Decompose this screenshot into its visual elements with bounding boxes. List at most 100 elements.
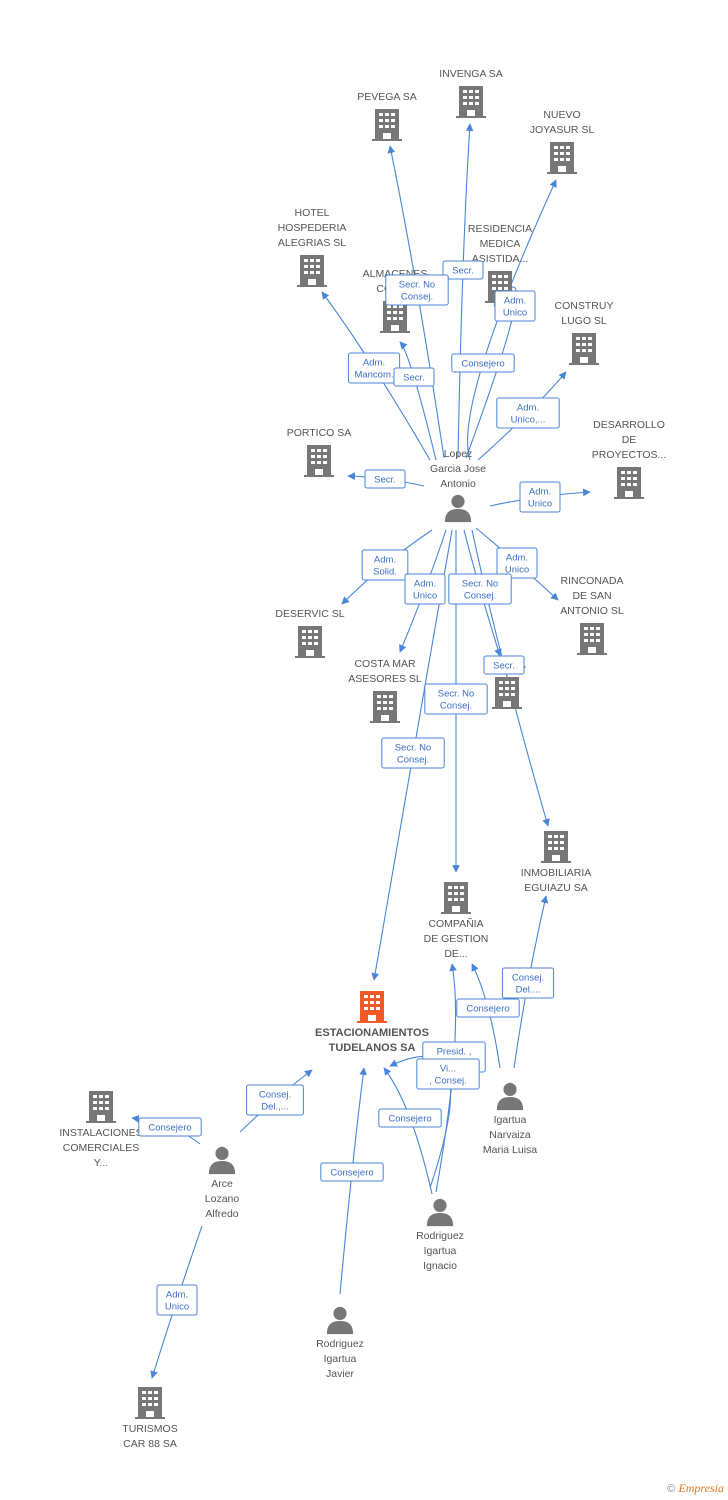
node-invenga[interactable]: INVENGA SA (439, 68, 503, 118)
edge-label[interactable]: Consej.Del.,... (246, 1084, 304, 1116)
building-icon (372, 109, 402, 141)
node-label: DE GESTION (424, 933, 489, 945)
node-label: HOTEL (294, 207, 329, 219)
edge-label[interactable]: Adm.Unico (494, 290, 536, 322)
edge-label[interactable]: Consej.Del.... (501, 967, 555, 999)
person-icon (208, 1146, 236, 1175)
edge-label[interactable]: Adm.Mancom. (347, 352, 401, 384)
edge-label[interactable]: Secr. (483, 655, 525, 675)
building-icon (541, 831, 571, 863)
node-label: TURISMOS (122, 1423, 177, 1435)
edge-label-text: Consej. (440, 701, 472, 712)
node-label: Garcia Jose (430, 463, 486, 475)
edge-label[interactable]: Adm.Unico (519, 481, 561, 513)
edge-label-text: Unico (413, 591, 437, 602)
node-desarrollo[interactable]: DESARROLLODEPROYECTOS... (592, 419, 667, 499)
node-label: Alfredo (205, 1208, 238, 1220)
edge-label-box (385, 274, 449, 306)
edge-label[interactable]: Vi..., Consej. (416, 1058, 480, 1090)
edge-label[interactable]: Consejero (378, 1108, 442, 1128)
edge-labels-layer: Secr.Secr. NoConsej.ConsejeroAdm.UnicoAd… (138, 260, 561, 1316)
edge-label-text: Del.,... (261, 1102, 288, 1113)
edge-label-text: Consej. (464, 591, 496, 602)
node-deservic[interactable]: DESERVIC SL (275, 608, 345, 658)
edge-label-text: Unico (528, 499, 552, 510)
edge-label[interactable]: Adm.Unico (496, 547, 538, 579)
node-label: Antonio (440, 478, 476, 490)
node-pevega[interactable]: PEVEGA SA (357, 91, 417, 141)
edge-label-box (404, 573, 446, 605)
building-icon (577, 623, 607, 655)
edge-label[interactable]: Consejero (456, 998, 520, 1018)
edge-label-box (320, 1162, 384, 1182)
building-icon (456, 86, 486, 118)
node-label: Igartua (424, 1245, 457, 1257)
copyright-symbol: © (667, 1483, 676, 1495)
node-label: Lozano (205, 1193, 240, 1205)
edge-label-text: Secr. No (462, 579, 498, 590)
edge-label[interactable]: Consejero (320, 1162, 384, 1182)
edge-label[interactable]: Secr. (364, 469, 406, 489)
edge-label-text: Del.... (516, 985, 541, 996)
brand-logo[interactable]: Empresia (678, 1481, 724, 1495)
node-label: DE (622, 434, 637, 446)
node-label: DE SAN (572, 590, 611, 602)
edge-label-box (442, 260, 484, 280)
building-icon (304, 445, 334, 477)
edge-label-box (364, 469, 406, 489)
node-label: COMERCIALES (63, 1142, 139, 1154)
node-label: NUEVO (543, 109, 580, 121)
edge-label[interactable]: Adm.Unico,... (496, 397, 560, 429)
edge-label[interactable]: Secr. (393, 367, 435, 387)
edge-label-text: Adm. (374, 555, 396, 566)
node-label: Igartua (324, 1353, 357, 1365)
node-label: MEDICA (480, 238, 521, 250)
edge-label-box (378, 1108, 442, 1128)
building-icon (547, 142, 577, 174)
edge-label[interactable]: Secr. (442, 260, 484, 280)
edge-label-text: Unico (503, 308, 527, 319)
edge-label[interactable]: Adm.Unico (404, 573, 446, 605)
edge-label-box (393, 367, 435, 387)
node-residencia[interactable]: RESIDENCIAMEDICAASISTIDA... (468, 223, 532, 303)
edge-label[interactable]: Consejero (138, 1117, 202, 1137)
edge-label-text: Secr. (403, 373, 425, 384)
node-label: Rodriguez (416, 1230, 464, 1242)
edge-label-box (494, 290, 536, 322)
node-portico[interactable]: PORTICO SA (287, 427, 352, 477)
edge-label-text: Consejero (466, 1004, 509, 1015)
edge-label-text: Secr. (452, 266, 474, 277)
edge-label[interactable]: Adm.Unico (156, 1284, 198, 1316)
edge-label-text: Consej. (397, 755, 429, 766)
edge-label[interactable]: Consejero (451, 353, 515, 373)
person-icon (426, 1198, 454, 1227)
edge-label-text: Consejero (461, 359, 504, 370)
edge-label-text: Secr. No (395, 743, 431, 754)
node-instalaciones[interactable]: INSTALACIONESCOMERCIALESY... (59, 1091, 143, 1169)
edge-label[interactable]: Adm.Solid. (361, 549, 409, 581)
node-label: INSTALACIONES (59, 1127, 142, 1139)
building-icon (297, 255, 327, 287)
edge-label-text: Consejero (330, 1168, 373, 1179)
edge-lopez-to-almacenes (399, 341, 437, 461)
edge-label-box (138, 1117, 202, 1137)
